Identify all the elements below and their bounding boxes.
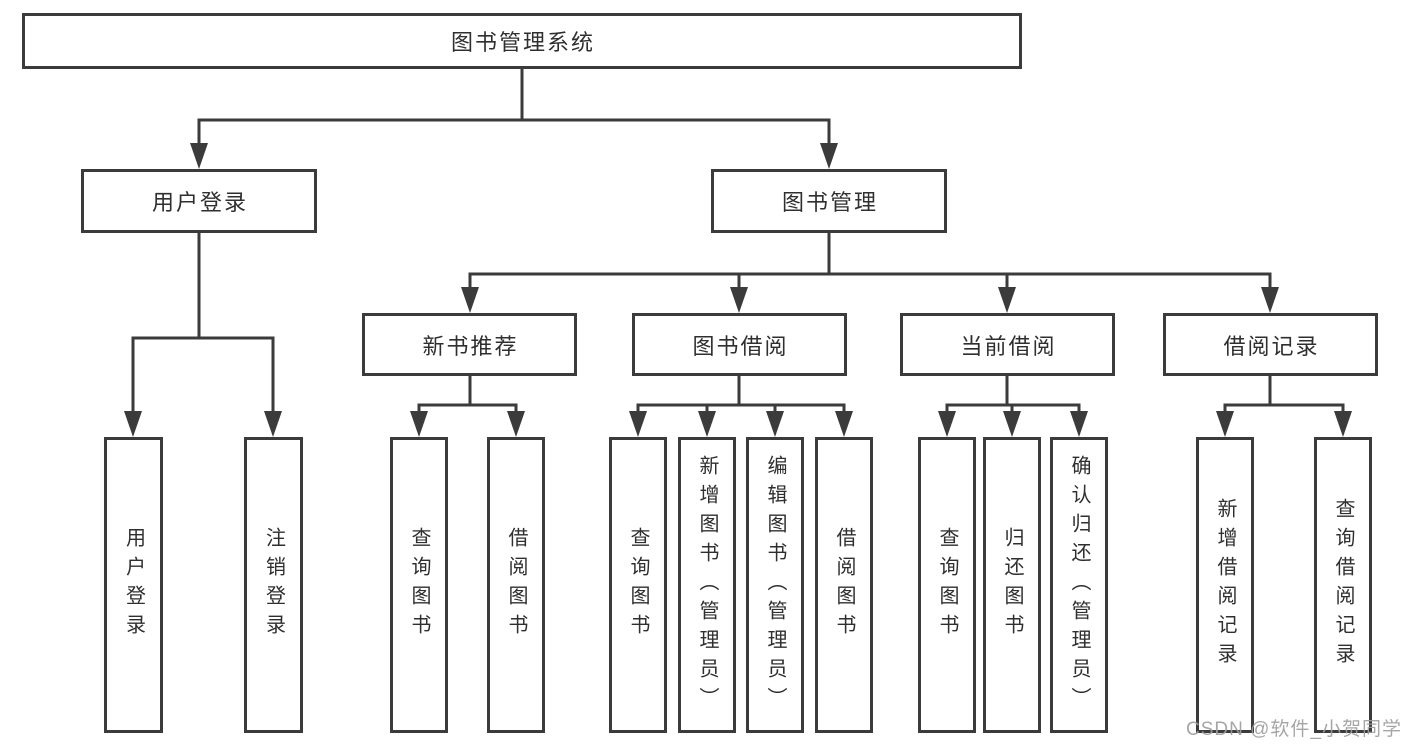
- leaf-add-book-admin: 新增图书（管理员）: [678, 437, 736, 733]
- node-root: 图书管理系统: [22, 13, 1022, 69]
- leaf-query-book-3: 查询图书: [918, 437, 976, 733]
- node-user-login: 用户登录: [81, 169, 317, 233]
- leaf-query-book-2-label: 查询图书: [627, 527, 649, 643]
- leaf-edit-book-admin-label: 编辑图书（管理员）: [764, 454, 786, 716]
- leaf-query-borrow-record: 查询借阅记录: [1314, 437, 1372, 733]
- leaf-borrow-book-1: 借阅图书: [487, 437, 545, 733]
- leaf-logout: 注销登录: [244, 437, 303, 733]
- node-user-login-label: 用户登录: [151, 190, 248, 215]
- leaf-confirm-return-admin: 确认归还（管理员）: [1050, 437, 1108, 733]
- node-book-borrowing-label: 图书借阅: [692, 333, 789, 359]
- arrowheads: [124, 143, 1352, 437]
- leaf-add-borrow-record-label: 新增借阅记录: [1214, 498, 1236, 672]
- node-book-borrowing: 图书借阅: [632, 313, 847, 376]
- leaf-query-book-3-label: 查询图书: [936, 527, 958, 643]
- leaf-user-login: 用户登录: [104, 437, 163, 733]
- leaf-return-book: 归还图书: [983, 437, 1041, 733]
- leaf-query-book-1-label: 查询图书: [408, 527, 430, 643]
- leaf-query-book-2: 查询图书: [609, 437, 667, 733]
- node-root-label: 图书管理系统: [450, 30, 595, 55]
- node-new-book-recommend-label: 新书推荐: [422, 333, 519, 359]
- leaf-query-borrow-record-label: 查询借阅记录: [1332, 498, 1354, 672]
- leaf-borrow-book-2-label: 借阅图书: [833, 527, 855, 643]
- leaf-query-book-1: 查询图书: [390, 437, 448, 733]
- leaf-edit-book-admin: 编辑图书（管理员）: [746, 437, 804, 733]
- leaf-add-borrow-record: 新增借阅记录: [1196, 437, 1254, 733]
- node-current-borrowing: 当前借阅: [900, 313, 1115, 376]
- node-new-book-recommend: 新书推荐: [362, 313, 577, 376]
- leaf-add-book-admin-label: 新增图书（管理员）: [696, 454, 718, 716]
- leaf-confirm-return-admin-label: 确认归还（管理员）: [1068, 454, 1090, 716]
- watermark-text: CSDN @软件_小贺同学: [1186, 719, 1402, 740]
- leaf-borrow-book-2: 借阅图书: [815, 437, 873, 733]
- leaf-logout-label: 注销登录: [262, 527, 285, 643]
- node-current-borrowing-label: 当前借阅: [960, 333, 1057, 359]
- leaf-return-book-label: 归还图书: [1001, 527, 1023, 643]
- leaf-user-login-label: 用户登录: [122, 527, 145, 643]
- node-borrowing-records-label: 借阅记录: [1223, 333, 1320, 359]
- node-borrowing-records: 借阅记录: [1163, 313, 1378, 376]
- node-book-management: 图书管理: [711, 169, 947, 233]
- node-book-management-label: 图书管理: [781, 190, 878, 215]
- leaf-borrow-book-1-label: 借阅图书: [505, 527, 527, 643]
